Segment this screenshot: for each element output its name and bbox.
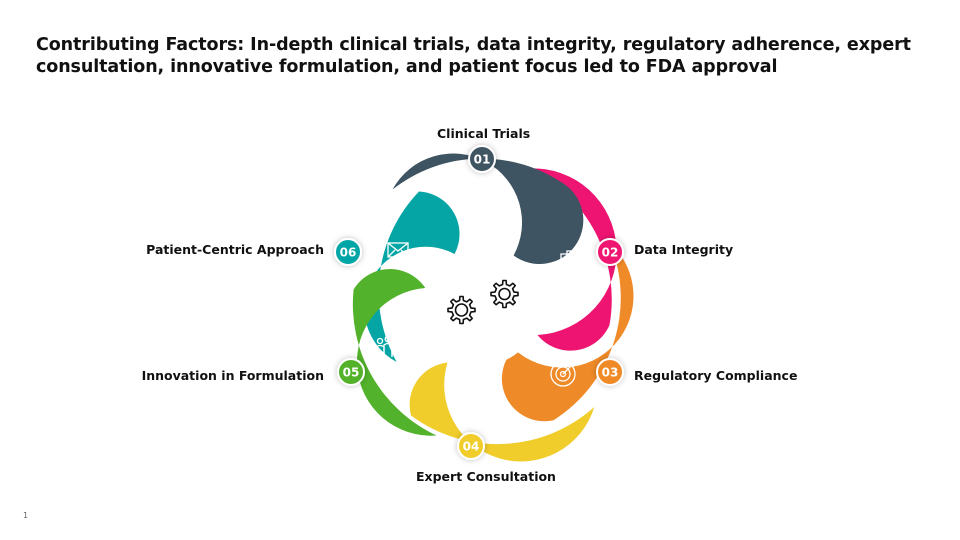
checklist-icon [560,250,582,281]
number-badge-02: 02 [596,238,624,266]
team-icon [375,335,401,357]
number-badge-circle [457,432,485,460]
segment-02 [529,168,617,351]
label-expert-consultation: Expert Consultation [416,469,556,484]
segment-06 [364,191,460,362]
page-number: 1 [23,511,29,520]
center-circle [424,249,540,365]
presentation-chart-icon [479,185,507,212]
label-data-integrity: Data Integrity [634,242,734,257]
envelope-icon [387,242,409,258]
segment-05 [352,269,437,436]
segment-03 [501,243,634,422]
number-badge-text: 05 [343,365,360,379]
gears-icon [447,279,519,325]
number-badge-05: 05 [337,358,365,386]
number-badge-text: 04 [463,439,480,453]
number-badge-circle [337,358,365,386]
target-icon [550,359,576,387]
document-search-icon [460,395,485,419]
number-badge-text: 03 [602,365,619,379]
segment-01 [392,153,584,265]
label-patient-centric-approach: Patient-Centric Approach [146,242,324,257]
number-badge-circle [596,358,624,386]
segment-04 [409,362,595,462]
number-badge-04: 04 [457,432,485,460]
number-badge-text: 01 [474,152,491,166]
number-badge-circle [468,145,496,173]
label-innovation-in-formulation: Innovation in Formulation [141,368,324,383]
number-badge-06: 06 [334,238,362,266]
number-badge-circle [334,238,362,266]
number-badge-text: 06 [340,245,357,259]
number-badge-03: 03 [596,358,624,386]
slide-title: Contributing Factors: In-depth clinical … [36,35,911,77]
number-badge-01: 01 [468,145,496,173]
label-clinical-trials: Clinical Trials [437,126,531,141]
label-regulatory-compliance: Regulatory Compliance [634,368,798,383]
number-badge-text: 02 [602,245,619,259]
number-badge-circle [596,238,624,266]
